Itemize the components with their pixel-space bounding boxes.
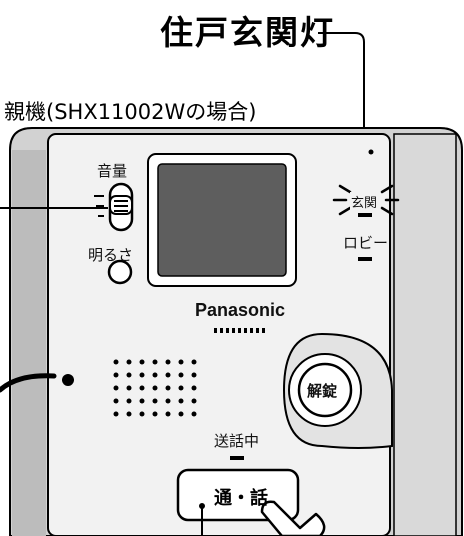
brightness-knob[interactable] bbox=[107, 259, 133, 285]
unlock-button[interactable] bbox=[282, 332, 393, 449]
talk-button-label: 通・話 bbox=[214, 488, 268, 509]
callout-title: 住戸玄関灯 bbox=[160, 13, 335, 52]
entrance-label: 玄関 bbox=[350, 192, 379, 211]
lobby-indicator bbox=[358, 257, 372, 261]
entrance-indicator bbox=[358, 213, 372, 217]
speaker-grille-icon bbox=[113, 359, 197, 417]
volume-scale-icon bbox=[94, 195, 104, 217]
volume-slider[interactable] bbox=[108, 182, 134, 232]
brand-dots bbox=[214, 328, 265, 333]
body-arc-line bbox=[0, 373, 57, 393]
glowing-entrance-light-icon bbox=[332, 184, 400, 216]
talking-label: 送話中 bbox=[214, 432, 260, 450]
screen-display bbox=[157, 163, 287, 277]
volume-label: 音量 bbox=[97, 162, 128, 180]
hand-pointer-icon bbox=[260, 500, 326, 536]
brand-logo: Panasonic bbox=[195, 300, 286, 320]
talking-indicator bbox=[230, 456, 244, 460]
brightness-label: 明るさ bbox=[88, 246, 134, 264]
lobby-label: ロビー bbox=[343, 234, 389, 252]
model-caption: 親機(SHX11002Wの場合) bbox=[4, 100, 257, 124]
unlock-label: 解錠 bbox=[307, 382, 338, 400]
